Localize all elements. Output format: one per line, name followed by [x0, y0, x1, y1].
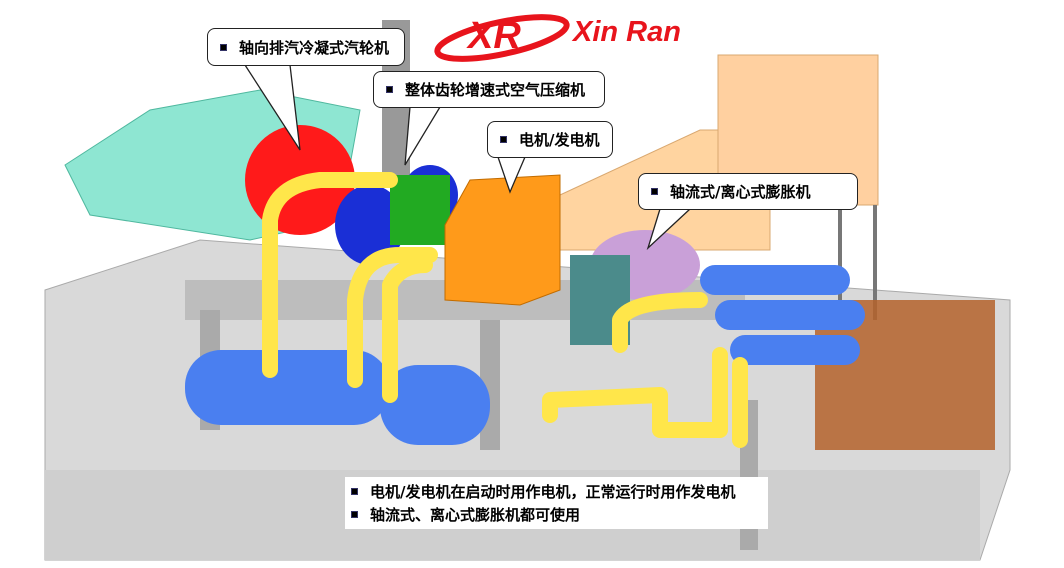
xr-logo-mark: XR	[434, 14, 570, 62]
note-item: 轴流式、离心式膨胀机都可使用	[351, 503, 762, 526]
callout-pointer	[404, 106, 442, 166]
svg-text:XR: XR	[466, 15, 521, 57]
bullet-icon	[351, 511, 358, 518]
notes-box: 电机/发电机在启动时用作电机，正常运行时用作发电机 轴流式、离心式膨胀机都可使用	[345, 477, 768, 529]
callout-pointer	[243, 64, 301, 151]
vessel	[380, 365, 490, 445]
callout-label: 整体齿轮增速式空气压缩机	[405, 81, 586, 99]
callout-label: 电机/发电机	[519, 131, 600, 149]
bullet-icon	[220, 43, 227, 51]
callout-label: 轴向排汽冷凝式汽轮机	[239, 38, 390, 57]
bullet-icon	[500, 136, 507, 143]
air-compressor	[335, 185, 405, 265]
callout-pointer	[497, 156, 526, 194]
piping	[262, 172, 748, 448]
logo-text: Xin Ran	[573, 16, 681, 48]
note-item: 电机/发电机在启动时用作电机，正常运行时用作发电机	[351, 480, 762, 503]
vessel	[185, 350, 390, 425]
cooler	[700, 265, 850, 295]
xin-ran-logo: XR Xin Ran	[430, 6, 700, 62]
bullet-icon	[386, 86, 393, 93]
callout-steam-turbine: 轴向排汽冷凝式汽轮机	[207, 28, 405, 66]
gearbox	[390, 175, 450, 245]
bullet-icon	[351, 488, 358, 495]
note-text: 电机/发电机在启动时用作电机，正常运行时用作发电机	[370, 483, 736, 501]
cooler	[715, 300, 865, 330]
callout-label: 轴流式/离心式膨胀机	[670, 183, 811, 201]
callout-air-compressor: 整体齿轮增速式空气压缩机	[373, 71, 605, 108]
callout-pointer	[646, 208, 692, 251]
callout-expander: 轴流式/离心式膨胀机	[638, 173, 858, 210]
cooler	[730, 335, 860, 365]
note-text: 轴流式、离心式膨胀机都可使用	[370, 506, 581, 524]
motor-generator	[444, 174, 561, 306]
bullet-icon	[651, 188, 658, 195]
callout-motor-generator: 电机/发电机	[487, 121, 613, 158]
